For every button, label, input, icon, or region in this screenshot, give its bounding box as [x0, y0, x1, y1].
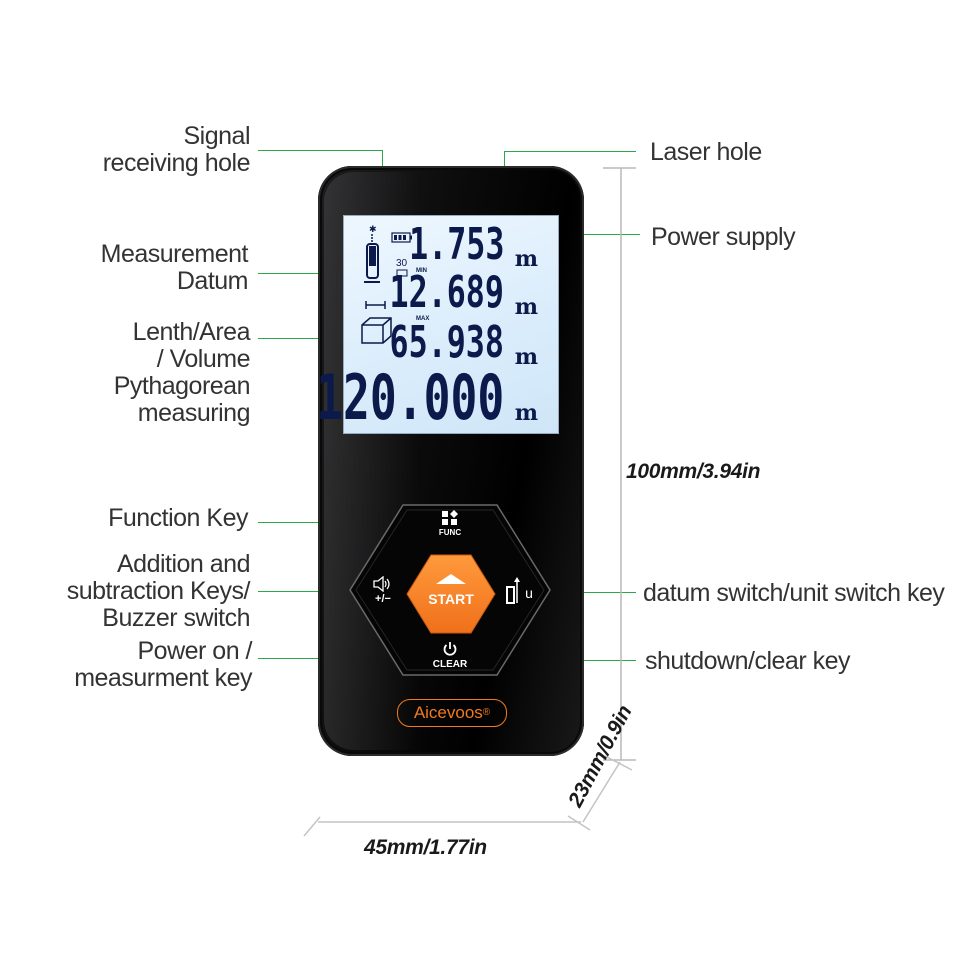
power-supply-label: Power supply [651, 223, 796, 251]
reading-row-3: 65.938 [389, 317, 504, 368]
addsub-leader [258, 591, 368, 592]
unit-row-2: m [514, 294, 538, 320]
addsub-label-line3: Buzzer switch [102, 604, 250, 632]
width-dimension: 45mm/1.77in [364, 836, 487, 859]
laser-hole-leader [504, 151, 636, 152]
addsub-label: Addition and subtraction Keys/ Buzzer sw… [20, 550, 251, 632]
power-on-label-line1: Power on / [137, 637, 252, 665]
signal-hole-leader-drop [382, 150, 383, 166]
datum-leader [258, 273, 370, 274]
brand-registered-mark: ® [482, 707, 491, 718]
reading-row-4: 120.000 [315, 361, 504, 434]
unit-switch-icon [506, 577, 520, 604]
timer-icon [396, 269, 408, 277]
func-key[interactable]: FUNC [420, 506, 480, 544]
ruler-length-icon [365, 301, 386, 309]
clear-key-label: CLEAR [432, 659, 468, 670]
up-triangle-icon [436, 574, 466, 584]
signal-hole-label-line1: Signal [183, 122, 251, 150]
max-tag: MAX [416, 316, 430, 322]
brand-logo: Aicevoos® [397, 699, 507, 727]
addsub-label-line2: subtraction Keys/ [66, 577, 251, 605]
datum-switch-leader [532, 592, 636, 593]
laser-hole-leader-drop [504, 151, 505, 166]
unit-row-4: m [514, 400, 538, 426]
mode-label-line1: Lenth/Area [132, 318, 251, 346]
shutdown-label: shutdown/clear key [645, 647, 851, 675]
height-dimension: 100mm/3.94in [626, 460, 761, 483]
function-key-label: Function Key [108, 504, 248, 532]
datum-label-line1: Measurement [100, 240, 249, 268]
power-icon [443, 642, 457, 656]
datum-device-icon: ✱ [364, 225, 380, 283]
battery-icon [391, 232, 412, 243]
timer-value: 30 [396, 258, 408, 269]
brand-name: Aicevoos [413, 703, 483, 722]
clear-key[interactable]: CLEAR [420, 640, 480, 674]
addsub-label-line1: Addition and [116, 550, 251, 578]
signal-hole-leader [258, 150, 382, 151]
buzzer-plus-minus-key[interactable]: +/− [366, 574, 400, 610]
plus-minus-label: +/− [375, 593, 391, 605]
signal-hole-label-line2: receiving hole [102, 149, 251, 177]
func-key-label: FUNC [438, 528, 462, 537]
speaker-icon [373, 576, 390, 592]
unit-letter: u [525, 585, 533, 601]
func-grid-icon [442, 510, 458, 525]
start-key-shape [406, 554, 496, 634]
laser-hole-label: Laser hole [650, 138, 762, 166]
start-key-label: START [428, 591, 474, 607]
power-on-label: Power on / measurment key [20, 638, 252, 692]
mode-label-line4: measuring [137, 399, 251, 427]
reading-row-2: 12.689 [389, 267, 504, 318]
datum-unit-switch-key[interactable]: u [503, 575, 537, 609]
power-on-label-line2: measurment key [74, 664, 252, 692]
datum-switch-label: datum switch/unit switch key [643, 579, 945, 607]
datum-label-line2: Datum [176, 267, 249, 295]
reading-row-1: 1.753 [408, 219, 504, 270]
measurement-datum-label: Measurement Datum [40, 240, 249, 295]
unit-row-1: m [514, 246, 538, 272]
box-volume-icon [361, 317, 392, 344]
svg-text:✱: ✱ [369, 225, 377, 235]
mode-label-line2: / Volume [156, 345, 251, 373]
mode-label-line3: Pythagorean [113, 372, 251, 400]
mode-label: Lenth/Area / Volume Pythagorean measurin… [40, 318, 251, 427]
min-tag: MIN [416, 268, 427, 274]
unit-row-3: m [514, 344, 538, 370]
mode-leader [258, 338, 358, 339]
lcd-screen: ✱ 30 MIN MAX 1.753 m 12.689 m 65.938 m 1… [316, 215, 559, 434]
start-key[interactable]: START [405, 553, 497, 635]
signal-hole-label: Signal receiving hole [60, 122, 251, 177]
